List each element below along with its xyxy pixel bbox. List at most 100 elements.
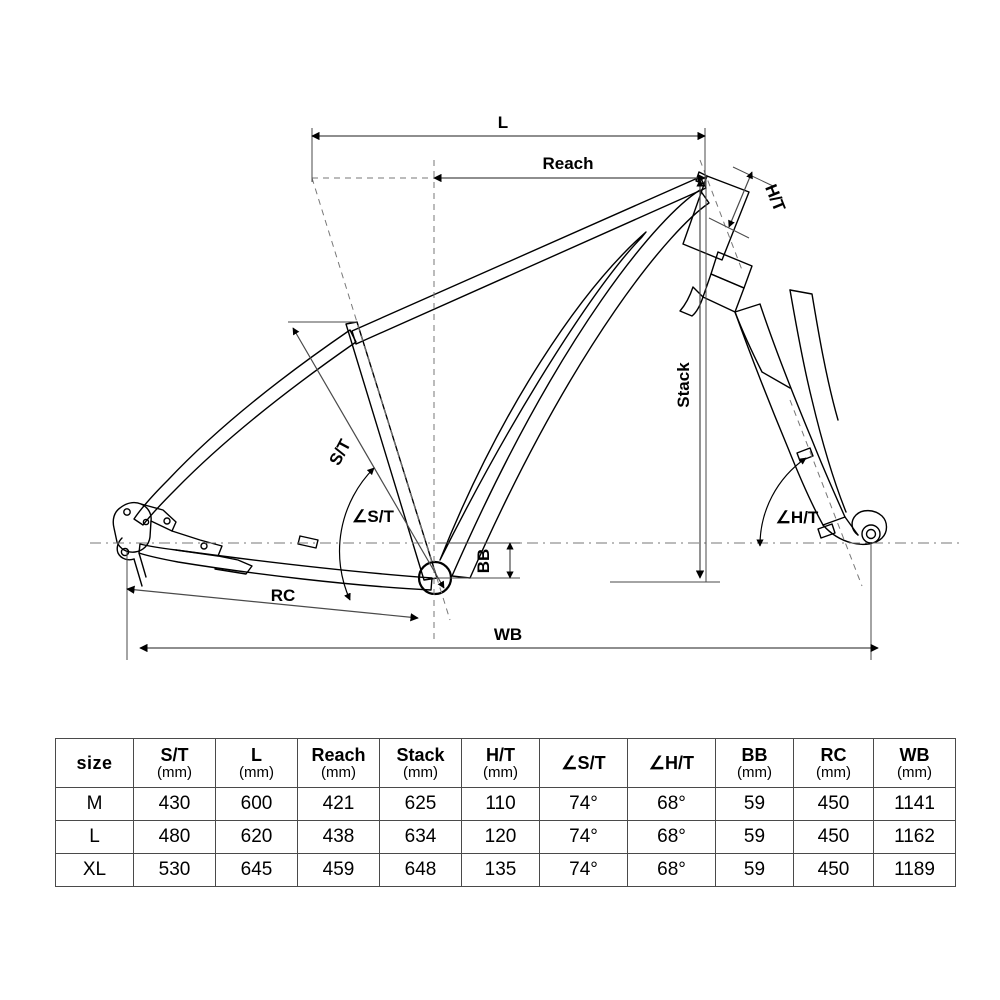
header-unit-bb: (mm) [737, 763, 772, 781]
table-row: L 480 620 438 634 120 74° 68° 59 450 116… [55, 820, 956, 854]
header-label-rc: RC [820, 744, 847, 765]
label-wb: WB [494, 625, 522, 644]
table-header-row: size S/T (mm) L (mm) Reach (mm) [55, 738, 956, 788]
dimension-bb: BB [474, 542, 514, 579]
cell-rc: 450 [793, 787, 874, 821]
header-label-st: S/T [160, 744, 189, 765]
cell-st: 430 [133, 787, 216, 821]
cell-stack: 634 [379, 820, 462, 854]
bike-frame-geometry-diagram: L Reach H/T Stack S/T ∠S/T [90, 113, 960, 660]
label-l: L [498, 113, 508, 132]
cell-rc: 450 [793, 820, 874, 854]
cell-st: 530 [133, 853, 216, 887]
header-unit-st: (mm) [157, 763, 192, 781]
header-unit-ht: (mm) [483, 763, 518, 781]
dimension-st: S/T [288, 321, 445, 589]
extension-lines [126, 128, 872, 660]
fork-leg-rear [789, 289, 847, 513]
header-label-bb: BB [741, 744, 768, 765]
dimension-ht: H/T [708, 166, 789, 239]
header-label-angle-st: ∠S/T [561, 752, 606, 773]
column-header-size: size [55, 738, 134, 788]
fork-dropout [822, 509, 888, 546]
label-stack: Stack [674, 362, 693, 408]
column-header-rc: RC (mm) [793, 738, 874, 788]
cell-bb: 59 [715, 820, 794, 854]
label-angle-ht: ∠H/T [776, 508, 819, 527]
cell-bb: 59 [715, 853, 794, 887]
column-header-angle-st: ∠S/T [539, 738, 628, 788]
label-ht: H/T [761, 182, 789, 215]
cell-angle-ht: 68° [627, 820, 716, 854]
geometry-spec-table: size S/T (mm) L (mm) Reach (mm) [55, 738, 956, 887]
column-header-reach: Reach (mm) [297, 738, 380, 788]
dimension-angle-st: ∠S/T [338, 467, 394, 601]
cell-ht: 120 [461, 820, 540, 854]
column-header-ht: H/T (mm) [461, 738, 540, 788]
cell-ht: 110 [461, 787, 540, 821]
cell-wb: 1141 [873, 787, 956, 821]
cell-angle-ht: 68° [627, 853, 716, 887]
header-label-size: size [76, 752, 113, 773]
dimension-rc: RC [126, 585, 419, 622]
cell-reach: 421 [297, 787, 380, 821]
label-st: S/T [326, 436, 355, 469]
dimension-stack: Stack [674, 179, 705, 579]
cell-wb: 1189 [873, 853, 956, 887]
dimension-l: L [311, 113, 706, 141]
column-header-l: L (mm) [215, 738, 298, 788]
frame-details [297, 447, 836, 549]
cell-angle-st: 74° [539, 787, 628, 821]
dimension-reach: Reach [433, 154, 706, 183]
head-tube [682, 171, 750, 261]
cell-angle-ht: 68° [627, 787, 716, 821]
label-angle-st: ∠S/T [352, 507, 394, 526]
cell-rc: 450 [793, 853, 874, 887]
table-row: XL 530 645 459 648 135 74° 68° 59 450 11… [55, 853, 956, 887]
header-label-l: L [251, 744, 262, 765]
cell-stack: 648 [379, 853, 462, 887]
label-rc: RC [271, 586, 296, 605]
header-unit-reach: (mm) [321, 763, 356, 781]
header-unit-rc: (mm) [816, 763, 851, 781]
cell-size: L [55, 820, 134, 854]
cell-wb: 1162 [873, 820, 956, 854]
cell-reach: 459 [297, 853, 380, 887]
cell-angle-st: 74° [539, 820, 628, 854]
cell-size: XL [55, 853, 134, 887]
dimension-angle-ht: ∠H/T [756, 457, 819, 547]
column-header-bb: BB (mm) [715, 738, 794, 788]
cell-bb: 59 [715, 787, 794, 821]
header-unit-l: (mm) [239, 763, 274, 781]
cell-stack: 625 [379, 787, 462, 821]
label-reach: Reach [542, 154, 593, 173]
dimension-wb: WB [139, 625, 879, 653]
down-tube [451, 189, 710, 579]
seat-tube [345, 321, 438, 581]
cell-ht: 135 [461, 853, 540, 887]
column-header-angle-ht: ∠H/T [627, 738, 716, 788]
header-label-reach: Reach [311, 744, 366, 765]
column-header-stack: Stack (mm) [379, 738, 462, 788]
table-row: M 430 600 421 625 110 74° 68° 59 450 114… [55, 787, 956, 821]
rear-dropout [112, 501, 253, 587]
cell-l: 645 [215, 853, 298, 887]
cell-st: 480 [133, 820, 216, 854]
geometry-spec-table-wrapper: size S/T (mm) L (mm) Reach (mm) [55, 738, 956, 887]
header-label-ht: H/T [486, 744, 515, 765]
header-unit-stack: (mm) [403, 763, 438, 781]
cell-l: 600 [215, 787, 298, 821]
cell-reach: 438 [297, 820, 380, 854]
column-header-st: S/T (mm) [133, 738, 216, 788]
label-bb: BB [474, 549, 493, 574]
steering-axis [789, 399, 863, 587]
column-header-wb: WB (mm) [873, 738, 956, 788]
header-unit-wb: (mm) [897, 763, 932, 781]
head-tube-axis [699, 159, 743, 271]
seat-stay [133, 329, 357, 526]
cell-angle-st: 74° [539, 853, 628, 887]
cell-l: 620 [215, 820, 298, 854]
cell-size: M [55, 787, 134, 821]
header-label-stack: Stack [396, 744, 445, 765]
